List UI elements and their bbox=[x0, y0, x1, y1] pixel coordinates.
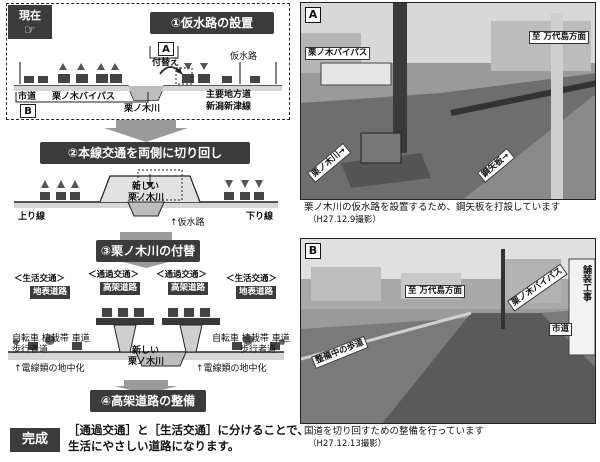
new-river-label-1: 新しい bbox=[132, 182, 160, 192]
step4-title: ④高架道路の整備 bbox=[90, 390, 206, 412]
city-road-label: 市道 bbox=[18, 92, 37, 102]
elevated-road-tag-right: 高架道路 bbox=[168, 282, 209, 295]
new-river-label-2: 栗ノ木川 bbox=[128, 193, 165, 203]
underground-cable-right: ↑電線類の地中化 bbox=[196, 364, 267, 374]
step2-cross-section bbox=[14, 169, 278, 217]
side-labels-right: 自転車 植栽帯 車道 bbox=[212, 334, 290, 344]
new-river-label-4: 栗ノ木川 bbox=[128, 357, 165, 367]
photo-b-scene bbox=[301, 239, 595, 423]
ground-road-tag-left: 地表道路 bbox=[30, 286, 71, 299]
current-badge: 現在 ☞ bbox=[8, 5, 52, 39]
construction-diagram: 現在 ☞ ①仮水路の設置 bbox=[0, 0, 309, 462]
photo-a-bypass-tag: 栗ノ木バイパス bbox=[305, 47, 371, 60]
ground-road-tag-right: 地表道路 bbox=[236, 286, 277, 299]
marker-box-a: A bbox=[158, 42, 174, 56]
current-label: 現在 bbox=[19, 9, 41, 22]
completion-text: ［通過交通］と［生活交通］に分けることで、 生活にやさしい道路になります。 bbox=[68, 422, 309, 454]
photo-a-letter: A bbox=[305, 7, 321, 23]
photo-b-manyo-tag: 至 万代島方面 bbox=[405, 285, 465, 298]
flow-arrow-3 bbox=[114, 380, 178, 394]
up-line-label: 上り線 bbox=[18, 212, 46, 222]
sidewalk-left: 歩行者道 bbox=[12, 345, 49, 355]
local-traffic-right: ＜生活交通＞ bbox=[226, 274, 278, 284]
new-river-label-3: 新しい bbox=[132, 346, 160, 356]
side-labels-left: 自転車 植栽帯 車道 bbox=[12, 334, 90, 344]
photo-a-manyo-tag: 至 万代島方面 bbox=[529, 31, 589, 44]
photo-b-caption: 国道を切り回すための整備を行っています bbox=[304, 426, 485, 437]
step3-title: ③栗ノ木川の付替 bbox=[96, 240, 200, 262]
photo-b-letter: B bbox=[305, 243, 321, 259]
photo-a-caption: 栗ノ木川の仮水路を設置するため、鋼矢板を打設しています bbox=[304, 202, 561, 213]
step1-title: ①仮水路の設置 bbox=[150, 12, 274, 34]
completion-text-line1: ［通過交通］と［生活交通］に分けることで、 bbox=[68, 423, 309, 437]
river-label: 栗ノ木川 bbox=[124, 104, 161, 114]
bypass-label: 栗ノ木バイパス bbox=[52, 92, 115, 102]
down-line-label: 下り線 bbox=[246, 212, 274, 222]
photo-a-date: （H27.12.9撮影） bbox=[308, 215, 381, 225]
photo-b-sign: 舗装工事 bbox=[581, 265, 591, 301]
temp-channel-label: 仮水路 bbox=[230, 52, 258, 62]
flow-arrow-1 bbox=[104, 120, 188, 142]
sidewalk-right: 歩行者道 bbox=[240, 345, 277, 355]
through-traffic-left: ＜通過交通＞ bbox=[88, 270, 140, 280]
elevated-road-tag-left: 高架道路 bbox=[100, 282, 141, 295]
completion-badge: 完成 bbox=[10, 428, 60, 452]
step2-title: ②本線交通を両側に切り回し bbox=[40, 142, 250, 164]
main-road-line1: 主要地方道 bbox=[206, 90, 252, 100]
current-cross-section bbox=[14, 46, 282, 103]
photo-a: A 栗ノ木バイパス 至 万代島方面 栗ノ木川→ 鋼矢板→ bbox=[300, 2, 596, 200]
photo-b-city-road-tag: 市道 bbox=[549, 323, 573, 336]
through-traffic-right: ＜通過交通＞ bbox=[156, 270, 208, 280]
step4-cross-section bbox=[8, 308, 285, 367]
main-road-line2: 新潟新津線 bbox=[206, 102, 252, 112]
switch-label: 付替え bbox=[152, 58, 180, 68]
completion-text-line2: 生活にやさしい道路になります。 bbox=[68, 439, 240, 453]
current-stage-box bbox=[6, 3, 290, 120]
photo-b: B 至 万代島方面 栗ノ木バイパス 市道 整備中の歩道 舗装工事 bbox=[300, 238, 596, 424]
photo-b-date: （H27.12.13撮影） bbox=[308, 439, 387, 449]
pointing-hand-icon: ☞ bbox=[24, 23, 36, 38]
local-traffic-left: ＜生活交通＞ bbox=[14, 274, 66, 284]
temp-channel-label-2: ↑仮水路 bbox=[170, 218, 205, 228]
underground-cable-left: ↑電線類の地中化 bbox=[14, 364, 85, 374]
marker-box-b: B bbox=[20, 104, 36, 118]
